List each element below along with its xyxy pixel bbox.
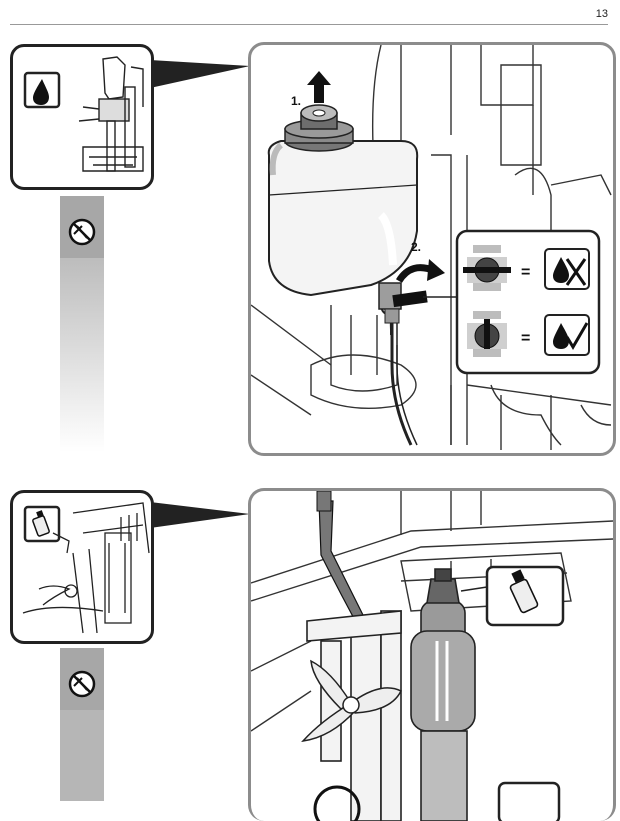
header-rule <box>10 24 608 25</box>
valve-open-equals: = <box>521 330 530 347</box>
thumbnail-1 <box>10 44 154 190</box>
lubricant-spray-icon <box>32 510 50 537</box>
feed-handle <box>301 659 403 743</box>
valve-open-icon <box>467 311 507 357</box>
step-label-1: 1. <box>291 94 301 108</box>
main-illustration-2 <box>248 488 616 821</box>
no-water-drop-icon <box>553 257 587 286</box>
water-tank <box>267 140 419 297</box>
rotate-arrow-icon <box>395 259 445 283</box>
no-water-side-bar-2 <box>60 648 104 801</box>
drain-valve <box>378 282 428 446</box>
thumbnail-2 <box>10 490 154 644</box>
valve-legend: = = <box>455 229 601 375</box>
arrow-up-icon <box>307 71 331 103</box>
no-water-side-bar-1 <box>60 196 104 452</box>
callout-pointer-1 <box>150 60 250 88</box>
page-number: 13 <box>595 8 608 20</box>
water-drop-check-icon <box>553 322 589 350</box>
water-drop-icon <box>33 79 49 105</box>
drill-motor <box>410 568 476 821</box>
main-illustration-1: 1. 2. = <box>248 42 616 456</box>
step-label-2: 2. <box>411 240 421 254</box>
lubricant-callout <box>460 565 565 627</box>
no-water-tool-icon <box>68 218 96 246</box>
tank-cap <box>284 104 354 152</box>
no-water-tool-icon <box>68 670 96 698</box>
callout-pointer-2 <box>150 502 250 528</box>
valve-closed-equals: = <box>521 264 530 281</box>
lubricant-spray-icon <box>509 569 539 614</box>
valve-closed-icon <box>463 245 511 291</box>
